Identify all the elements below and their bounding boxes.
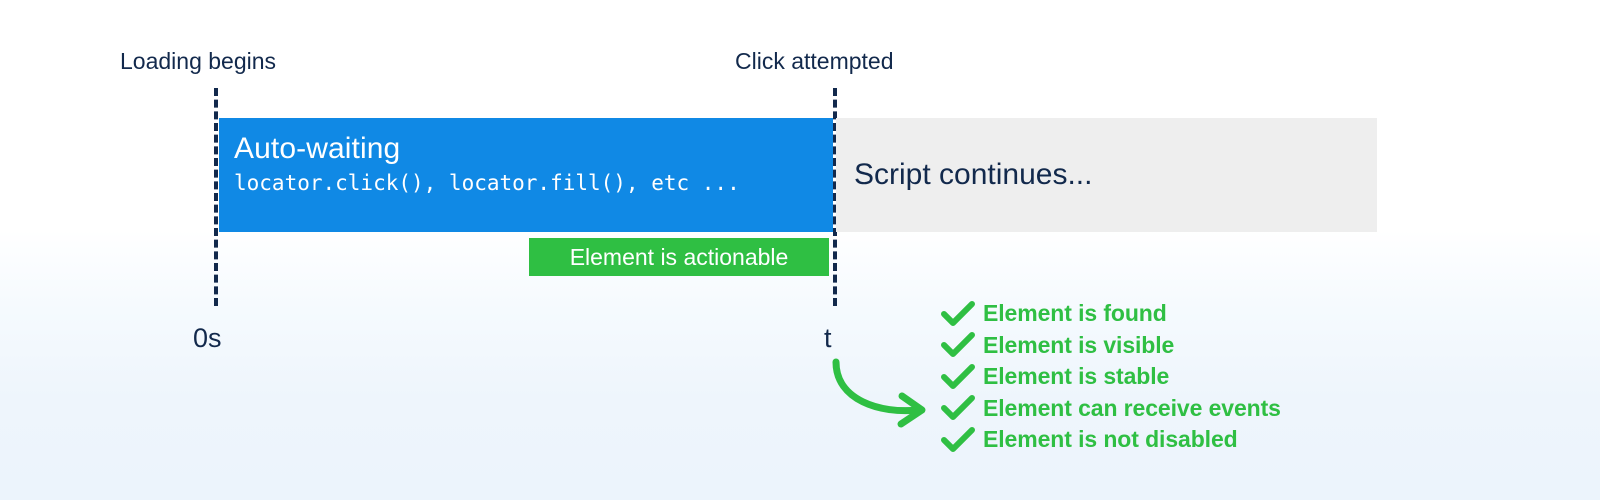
timeline-guide-start [214,88,218,306]
actionability-checklist: Element is found Element is visible Elem… [941,298,1281,456]
badge-element-is-actionable: Element is actionable [529,238,829,276]
band-script-continues: Script continues... [836,118,1377,232]
checklist-item: Element is visible [941,330,1281,362]
checklist-item: Element can receive events [941,393,1281,425]
band-script-continues-title: Script continues... [854,157,1093,191]
axis-label-t: t [824,323,832,353]
badge-element-is-actionable-label: Element is actionable [569,243,789,270]
marker-label-click-attempted: Click attempted [735,48,894,74]
marker-label-loading-begins: Loading begins [120,48,277,74]
check-icon [941,363,975,389]
checklist-item: Element is not disabled [941,424,1281,456]
check-icon [941,300,975,326]
checklist-item-label: Element is found [983,300,1167,327]
check-icon [941,395,975,421]
checklist-item-label: Element is not disabled [983,426,1238,453]
check-icon [941,332,975,358]
timeline-guide-end [833,88,837,306]
checklist-item-label: Element is visible [983,331,1175,358]
band-auto-waiting: Auto-waiting locator.click(), locator.fi… [219,118,833,232]
checklist-item: Element is stable [941,361,1281,393]
check-icon [941,426,975,452]
band-auto-waiting-title: Auto-waiting [234,132,401,165]
checklist-item: Element is found [941,298,1281,330]
axis-label-zero-seconds: 0s [193,323,222,353]
checklist-item-label: Element can receive events [983,394,1281,421]
checklist-item-label: Element is stable [983,363,1170,390]
curved-arrow-icon [832,358,926,428]
band-auto-waiting-code: locator.click(), locator.fill(), etc ... [234,170,740,195]
